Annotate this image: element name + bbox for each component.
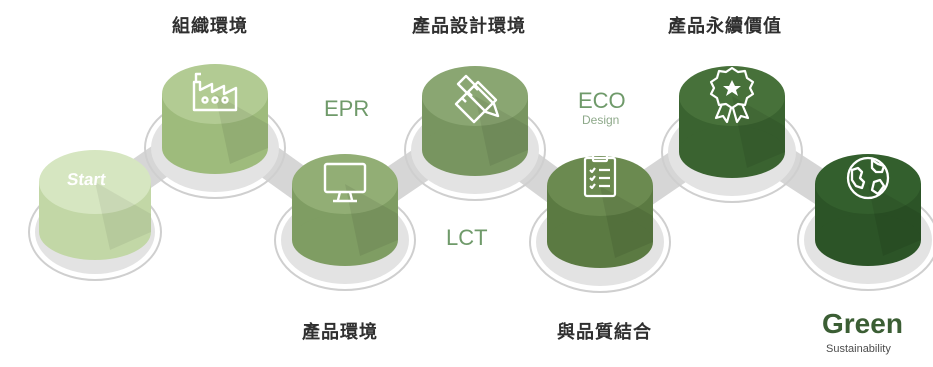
label-eco-design: Design (582, 113, 620, 127)
start-label: Start (66, 170, 107, 189)
caption-quality-integration: 與品質結合 (557, 322, 652, 343)
caption-product-design-env: 產品設計環境 (412, 16, 526, 37)
node-quality (529, 152, 671, 293)
pencil-ruler-icon (454, 74, 500, 124)
brand-title: Green (822, 308, 903, 339)
caption-product-env: 產品環境 (302, 322, 378, 343)
clipboard-checklist-icon (583, 152, 617, 198)
award-ribbon-icon (709, 66, 755, 124)
node-start (28, 150, 162, 281)
label-epr: EPR (324, 96, 370, 121)
node-value (661, 66, 803, 203)
label-lct: LCT (446, 225, 488, 250)
label-eco: ECO (578, 88, 626, 113)
caption-organization-env: 組織環境 (172, 16, 248, 37)
factory-icon (192, 72, 238, 112)
brand-subtitle: Sustainability (826, 343, 891, 355)
node-design (404, 66, 546, 201)
globe-icon (846, 156, 890, 200)
monitor-icon (323, 162, 367, 203)
node-product-env (274, 154, 416, 291)
node-green (797, 154, 933, 291)
node-organization (144, 64, 286, 199)
caption-product-perpetual-value: 產品永續價值 (668, 16, 782, 37)
